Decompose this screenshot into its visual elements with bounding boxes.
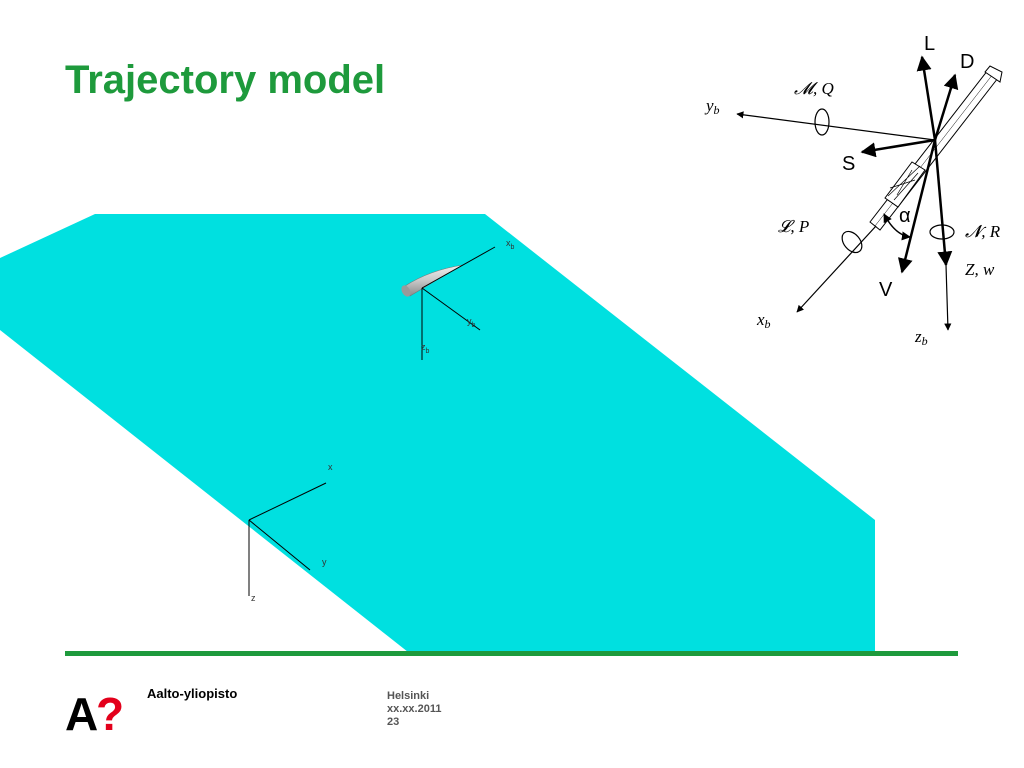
organization-name: Aalto-yliopisto bbox=[147, 686, 238, 701]
fbd-yb-label: yb bbox=[704, 96, 720, 117]
pitch-moment-label: 𝓜, Q bbox=[794, 79, 834, 98]
footer-city: Helsinki bbox=[387, 690, 430, 702]
alpha-label: α bbox=[899, 205, 911, 227]
body-x-axis-label: xb bbox=[506, 238, 515, 251]
footer-date: xx.xx.2011 bbox=[387, 703, 442, 715]
page-number: 23 bbox=[387, 716, 400, 728]
world-axes: x y z bbox=[248, 462, 333, 603]
footer-divider bbox=[65, 651, 958, 656]
fbd-xb-label: xb bbox=[756, 310, 771, 331]
fbd-missile bbox=[869, 65, 1003, 231]
logo-mark-a: A bbox=[65, 688, 98, 734]
ground-plane bbox=[0, 214, 875, 652]
body-z-axis-label: zb bbox=[421, 342, 430, 355]
slide-title: Trajectory model bbox=[65, 58, 386, 102]
world-z-axis-label: z bbox=[251, 593, 256, 603]
lift-label: L bbox=[924, 33, 935, 55]
body-axes: xb yb zb bbox=[421, 238, 515, 360]
z-force-label: Z, w bbox=[965, 260, 995, 279]
fbd-zb-label: zb bbox=[914, 327, 928, 348]
side-force-label: S bbox=[842, 153, 855, 175]
yaw-moment-label: 𝓝, R bbox=[965, 222, 1001, 241]
world-y-axis-label: y bbox=[322, 557, 327, 567]
logo-mark-question: ? bbox=[96, 688, 124, 734]
footer-info: Helsinki xx.xx.2011 23 bbox=[387, 690, 441, 729]
body-y-axis-label: yb bbox=[467, 316, 476, 329]
drag-label: D bbox=[960, 51, 974, 73]
velocity-label: V bbox=[879, 279, 893, 301]
world-x-axis-label: x bbox=[328, 462, 333, 472]
free-body-diagram: L D S V α 𝓜, Q 𝓛, P 𝓝, R Z, w yb xb zb bbox=[704, 33, 1003, 348]
aalto-logo: A ? bbox=[65, 688, 124, 734]
roll-moment-label: 𝓛, P bbox=[778, 217, 809, 236]
